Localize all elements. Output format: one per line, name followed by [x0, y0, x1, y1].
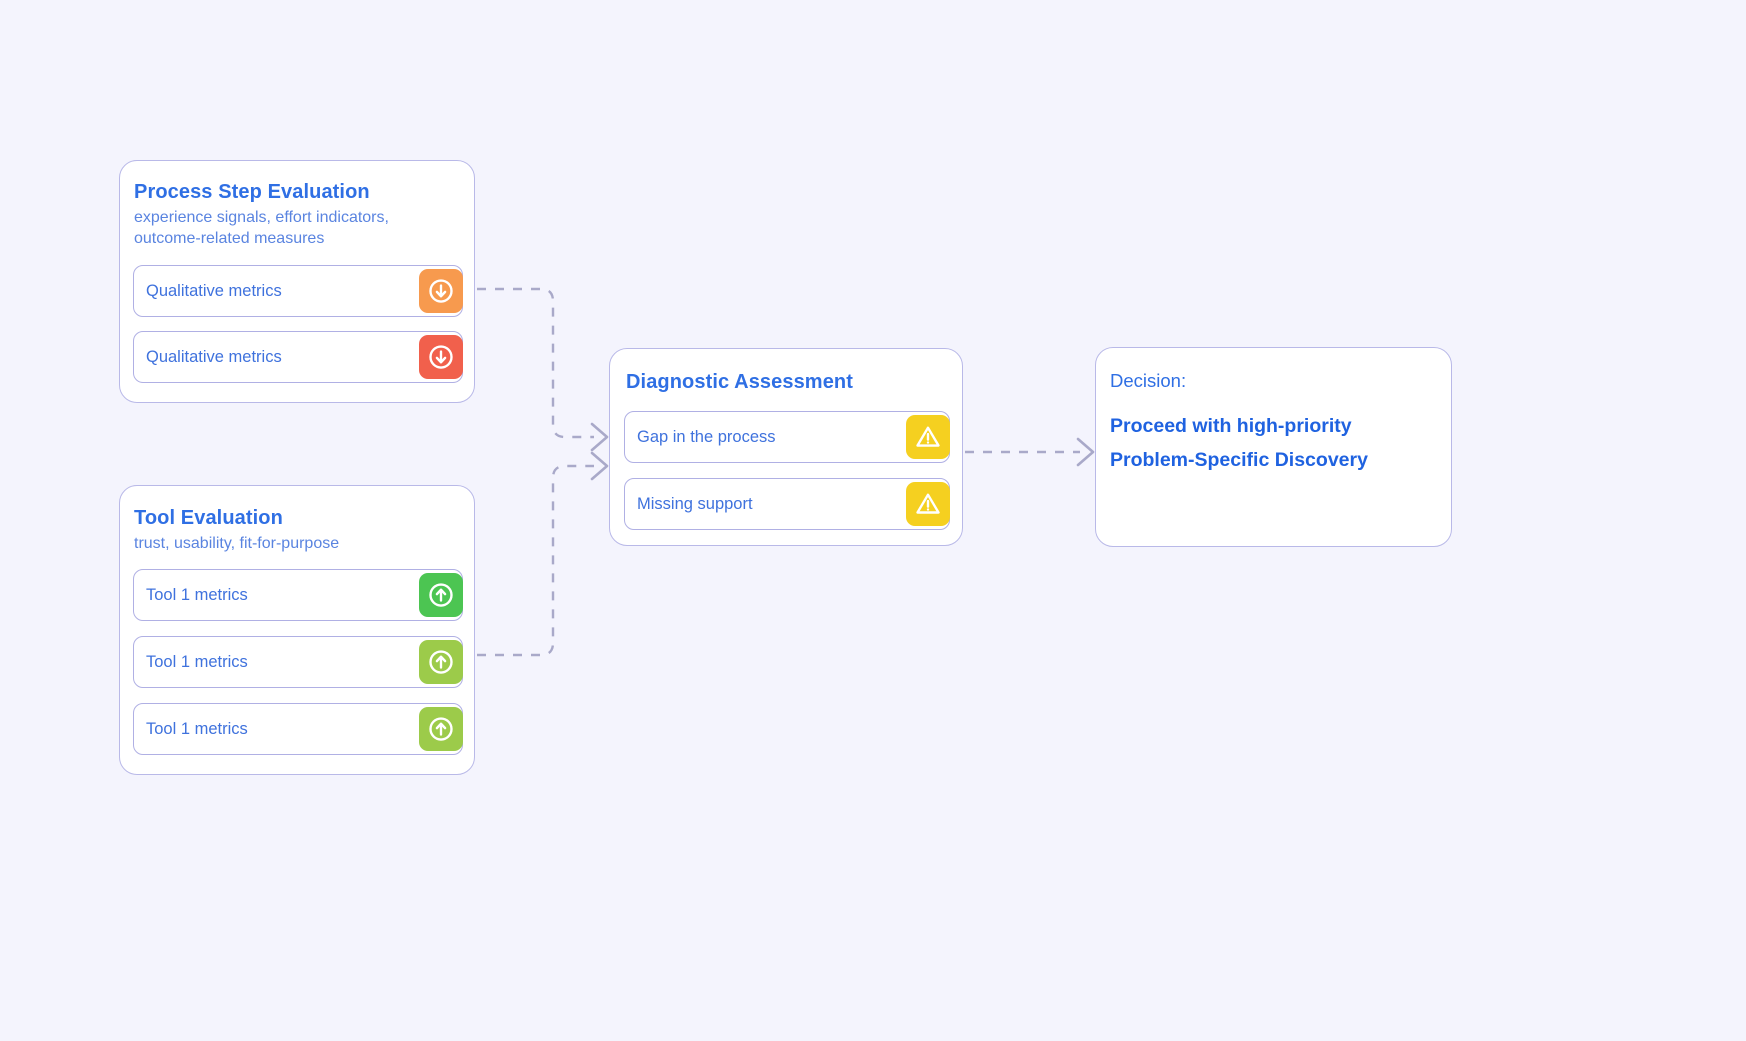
- card-header: Tool Evaluation trust, usability, fit-fo…: [134, 507, 339, 554]
- card-title: Process Step Evaluation: [134, 181, 370, 203]
- connector-process-to-diagnostic: [477, 287, 594, 439]
- card-title: Diagnostic Assessment: [626, 371, 853, 393]
- card-subtitle-line-1: experience signals, effort indicators,: [134, 209, 389, 226]
- metric-row[interactable]: Tool 1 metrics: [133, 569, 463, 621]
- metric-row[interactable]: Tool 1 metrics: [133, 703, 463, 755]
- metric-row[interactable]: Gap in the process: [624, 411, 950, 463]
- arrow-up-circle-icon[interactable]: [419, 640, 463, 684]
- decision-content: Decision: Proceed with high-priority Pro…: [1110, 370, 1439, 477]
- warning-triangle-icon[interactable]: [906, 482, 950, 526]
- metric-row-label: Qualitative metrics: [146, 347, 282, 366]
- decision-outcome-line-1: Proceed with high-priority: [1110, 415, 1352, 437]
- arrowhead-process-to-diagnostic: [590, 422, 609, 452]
- arrow-up-circle-icon[interactable]: [419, 573, 463, 617]
- arrow-down-circle-icon[interactable]: [419, 335, 463, 379]
- card-subtitle: trust, usability, fit-for-purpose: [134, 535, 340, 552]
- metric-row-label: Tool 1 metrics: [146, 652, 248, 671]
- metric-row-label: Gap in the process: [637, 427, 776, 446]
- metric-row-label: Missing support: [637, 494, 753, 513]
- metric-row-list: Tool 1 metrics Tool 1 metrics: [133, 569, 463, 755]
- metric-row-label: Qualitative metrics: [146, 281, 282, 300]
- card-header: Diagnostic Assessment: [626, 371, 853, 394]
- card-header: Process Step Evaluation experience signa…: [134, 181, 389, 249]
- card-process-step-evaluation: Process Step Evaluation experience signa…: [119, 160, 475, 403]
- metric-row-list: Gap in the process Missing support: [624, 411, 950, 530]
- card-subtitle: experience signals, effort indicators, o…: [134, 207, 389, 249]
- card-tool-evaluation: Tool Evaluation trust, usability, fit-fo…: [119, 485, 475, 775]
- metric-row[interactable]: Tool 1 metrics: [133, 636, 463, 688]
- metric-row[interactable]: Missing support: [624, 478, 950, 530]
- decision-label: Decision:: [1110, 370, 1187, 391]
- metric-row[interactable]: Qualitative metrics: [133, 331, 463, 383]
- arrow-down-circle-icon[interactable]: [419, 269, 463, 313]
- arrowhead-tool-to-diagnostic: [590, 451, 609, 481]
- card-decision: Decision: Proceed with high-priority Pro…: [1095, 347, 1452, 547]
- metric-row-label: Tool 1 metrics: [146, 719, 248, 738]
- arrow-up-circle-icon[interactable]: [419, 707, 463, 751]
- metric-row-list: Qualitative metrics Qualitative metrics: [133, 265, 463, 383]
- decision-outcome: Proceed with high-priority Problem-Speci…: [1110, 410, 1439, 477]
- metric-row-label: Tool 1 metrics: [146, 585, 248, 604]
- card-diagnostic-assessment: Diagnostic Assessment Gap in the process…: [609, 348, 963, 546]
- card-title: Tool Evaluation: [134, 507, 283, 529]
- decision-outcome-line-2: Problem-Specific Discovery: [1110, 448, 1368, 471]
- connector-tool-to-diagnostic: [477, 464, 594, 657]
- metric-row[interactable]: Qualitative metrics: [133, 265, 463, 317]
- card-subtitle-line-2: outcome-related measures: [134, 230, 325, 248]
- arrowhead-diagnostic-to-decision: [1076, 437, 1095, 467]
- warning-triangle-icon[interactable]: [906, 415, 950, 459]
